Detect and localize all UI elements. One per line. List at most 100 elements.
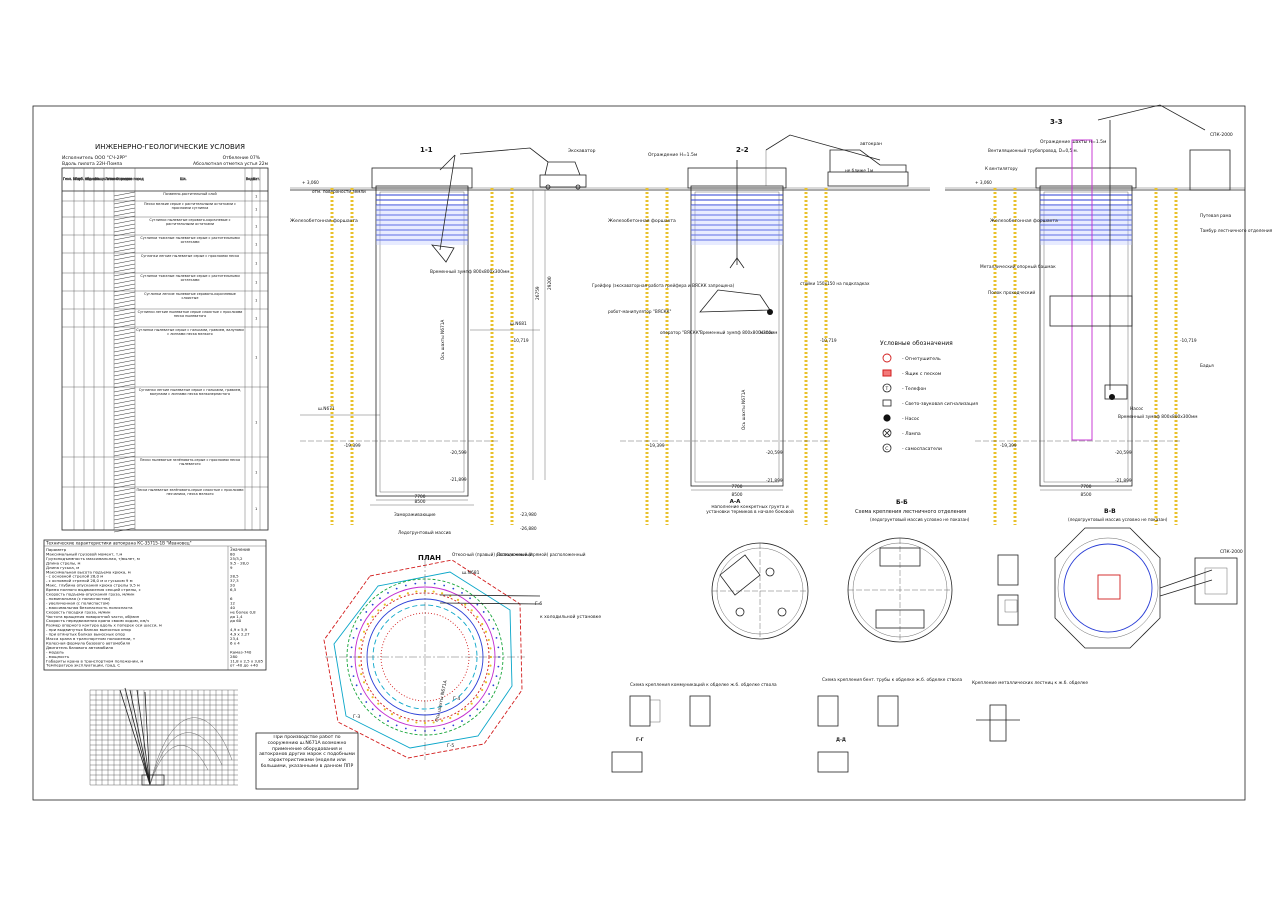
geology-header-right-1: Отбеление 07%: [223, 155, 261, 161]
plan-label-kran: Позиционный (прямой) расположенный: [497, 552, 586, 557]
geology-layer-cat: 1: [255, 506, 258, 511]
section-2-2-m4: -21,899: [766, 478, 783, 484]
autocrane-side-note: не ближе 1м: [845, 168, 873, 173]
section-bb: Б-Б Схема крепления лестничного отделени…: [847, 499, 970, 643]
section-1-1-m5: -23,980: [520, 512, 537, 518]
section-2-2-forshakhta: Железобетонная форшахта: [608, 218, 676, 224]
section-1-1-m4: -21,899: [450, 477, 467, 483]
geology-layer-cat: 1: [255, 261, 258, 266]
crane-param: Габариты крана в транспортном положении,…: [46, 658, 143, 663]
crane-value: до 60: [230, 618, 242, 623]
sand-box-icon: [882, 369, 892, 377]
legend-item-label: - Телефон: [902, 386, 926, 392]
geology-layer-desc: Суглинки тяжелые пылеватые серые с расти…: [140, 274, 240, 283]
crane-param: Длина стрелы, м: [46, 560, 81, 565]
section-3-3-pump: Насос: [1130, 406, 1144, 412]
section-bb-note: (ледогрунтовый массив условно не показан…: [870, 517, 970, 522]
crane-value: 23,4: [230, 636, 239, 641]
section-aa-caption: Наполнение конкретных грунта и установки…: [706, 505, 794, 516]
geology-layer-desc: Суглинки легкие пылеватые серовато-корич…: [144, 292, 236, 301]
plan-g1: Г-3: [353, 714, 360, 720]
section-1-1-sh681: ш.N681: [510, 321, 527, 327]
crane-param: Длина гуська, м: [46, 565, 79, 570]
geology-col-header: Шл.: [180, 177, 186, 181]
crane-value: 25/3,2: [230, 556, 243, 561]
section-2-2-m1: -10,719: [820, 338, 837, 344]
crane-param: - увеличенная (с полиспастом): [46, 600, 110, 605]
geology-layer-desc: Суглинки пылеватые серые с гальками, гра…: [136, 328, 244, 337]
section-1-1-dim1: 7700: [415, 494, 426, 500]
crane-value: Камаз-740: [230, 649, 252, 654]
crane-value: 11,8 х 2,5 х 3,85: [230, 658, 264, 663]
legend-title: Условные обозначения: [880, 340, 953, 347]
crane-param: Частота вращения поворотной части, об/ми…: [46, 614, 140, 619]
section-1-1-m6: -26,880: [520, 526, 537, 532]
section-2-2-dim2: 8500: [732, 492, 743, 498]
geology-layer-desc: Пески пылеватые зелёновато-серые с просл…: [139, 458, 241, 467]
lamp-icon: [882, 428, 892, 438]
crane-value: 40: [230, 605, 235, 610]
section-aa-plan: [711, 542, 809, 640]
section-1-1-dim-h2: 26759: [535, 286, 541, 300]
geology-col-header: Воды: [246, 177, 255, 181]
geology-layer-cat: 1: [255, 316, 258, 321]
section-2-2-robot: робот-манипулятор "ВЯСКК": [608, 309, 671, 314]
geology-layer-desc: Суглинки пылеватые серовато-коричневые с…: [149, 218, 231, 227]
plan-g6: Г-6: [535, 601, 542, 607]
crane-param: Время полного выдвижения секций стрелы, …: [46, 587, 141, 592]
crane-param: Скорость посадки груза, м/мин: [46, 609, 111, 614]
pump-icon: [883, 414, 891, 422]
crane-param: Температура эксплуатации, град. С: [45, 663, 120, 668]
plan-label-otkos: Откосный (правый) расположенный: [452, 552, 532, 557]
section-3-3-vent2: К вентилятору: [985, 166, 1018, 171]
extinguisher-icon: [882, 353, 892, 363]
crane-param: Скорость подъема-опускания груза, м/мин: [46, 592, 135, 597]
svg-text:Т: Т: [885, 386, 889, 392]
geology-layer-desc: Пески пылеватые зелёновато-серые слоисты…: [136, 488, 244, 497]
section-1-1: 1-1 Экскаватор + 3,060 отм. поверхности …: [290, 146, 600, 536]
section-2-2-pump: Насос: [760, 330, 774, 335]
plan-label-sh: ш.N681: [462, 570, 480, 576]
detail-gg: Г-Г: [636, 737, 644, 743]
section-3-3-dim1: 7700: [1081, 484, 1092, 490]
section-3-3-fence: Ограждение шахты Н=1.5м: [1040, 139, 1106, 145]
section-3-3-m1: -10,719: [1180, 338, 1197, 344]
section-3-3: 3-3 СПК-2000 Ограждение шахты Н=1.5м Вен…: [945, 104, 1273, 525]
crane-value: 20: [230, 583, 235, 588]
crane-param: Масса крана в транспортном положении, т: [46, 636, 136, 641]
crane-table-title: Технические характеристики автокрана КС-…: [45, 541, 192, 546]
section-3-3-metal: Металлический опорный башмак: [980, 263, 1056, 270]
spk-label: СПК-2000: [1210, 132, 1233, 138]
plan-g4: Г-4: [453, 696, 460, 702]
geology-header-right-2: Абсолютная отметка устья 22м: [193, 161, 268, 167]
section-3-3-tambur: Тамбур лестничного отделения: [1199, 228, 1273, 234]
plan-title: ПЛАН: [418, 554, 441, 562]
crane-param: - модель: [46, 649, 65, 654]
section-3-3-title: 3-3: [1050, 118, 1063, 126]
crane-value: 37,3: [230, 578, 239, 583]
crane-value: до 1,4: [230, 614, 243, 619]
geology-layer-desc: Суглинки легкие пылеватые серые с просло…: [140, 254, 240, 258]
legend-item-label: - Лампа: [902, 431, 921, 437]
section-2-2-axis: Ось шахты N671А: [741, 390, 747, 430]
svg-text:С: С: [885, 446, 888, 452]
section-aa-title: А-А: [730, 499, 742, 505]
legend-item-label: - самоспасатели: [902, 447, 942, 452]
legend-item-label: - Свето-звуковая сигнализация: [902, 401, 978, 407]
self-rescuer-icon: [882, 443, 892, 453]
section-1-1-dim-h: 29200: [547, 276, 553, 290]
section-2-2: 2-2 автокран Ограждение Н=1.5м не ближе …: [592, 134, 930, 525]
geology-col-header: Абс. отм.: [85, 177, 100, 181]
section-3-3-m3: -20,599: [1115, 450, 1132, 456]
section-vv: В-В (ледогрунтовый массив условно не пок…: [997, 508, 1243, 649]
section-1-1-dim2: 8500: [415, 499, 426, 505]
crane-load-chart: [89, 687, 238, 786]
geology-col-header: Литолог. разрез: [105, 177, 133, 181]
section-1-1-freeze: Замораживающие: [394, 512, 436, 518]
geology-layer-desc: Суглинки легкие пылеватые серые слоистые…: [137, 310, 243, 319]
crane-param: Грузоподъемность максимальная, т/вылет, …: [46, 556, 140, 561]
plan-view: ПЛАН Ось шахты N671А Откосный (правый) р…: [323, 552, 601, 760]
geology-layer-cat: 1: [255, 242, 258, 247]
detail-drawings: Схема крепления коммуникаций к обделке ж…: [611, 677, 1088, 773]
